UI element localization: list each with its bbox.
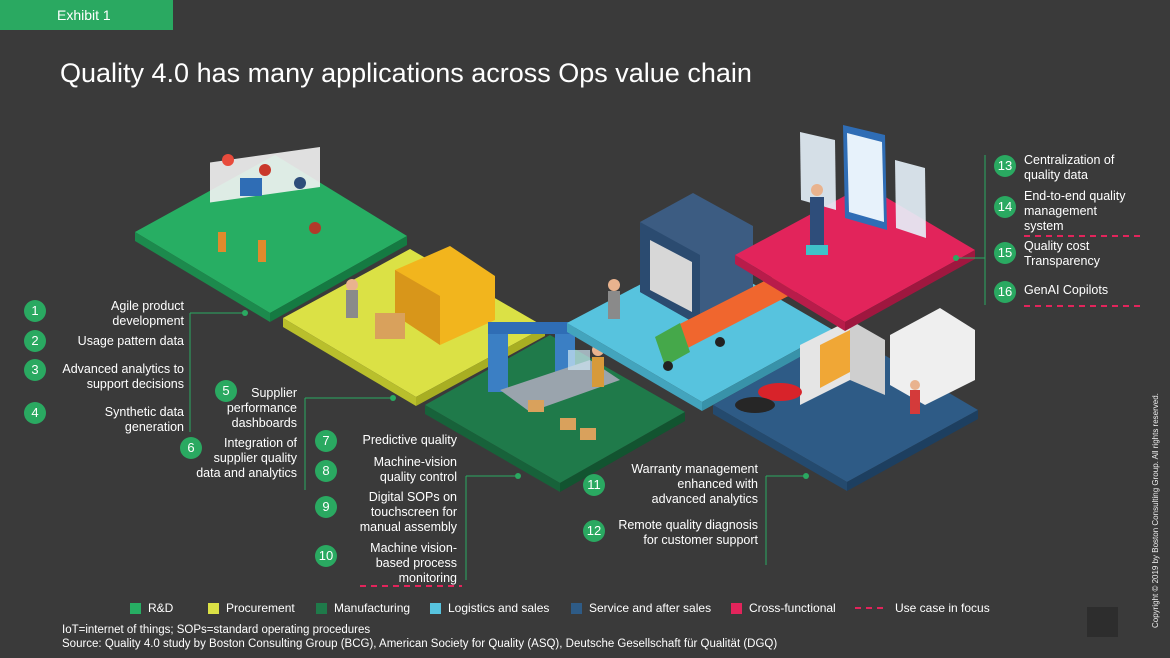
copyright-note: Copyright © 2019 by Boston Consulting Gr…: [1151, 393, 1160, 628]
exhibit-tag: Exhibit 1: [0, 0, 173, 30]
legend-item-logistics: Logistics and sales: [430, 601, 549, 615]
legend-item-procurement: Procurement: [208, 601, 295, 615]
legend-swatch: [571, 602, 582, 614]
legend-swatch: [130, 602, 141, 614]
use-case-label: Advanced analytics to support decisions: [62, 362, 184, 391]
use-case-number: 2: [24, 330, 46, 352]
use-case-number: 4: [24, 402, 46, 424]
use-case-label: Agile product development: [111, 299, 184, 328]
legend-swatch: [316, 602, 327, 614]
nav-box[interactable]: [1087, 607, 1118, 637]
legend-item-cross-functional: Cross-functional: [731, 601, 836, 615]
cross-functional-tile: [735, 125, 975, 331]
legend-item-service: Service and after sales: [571, 601, 711, 615]
use-case-label: Synthetic data generation: [104, 405, 184, 434]
dashed-line-icon: [855, 607, 885, 609]
use-case-number: 8: [315, 460, 337, 482]
procurement-tile: [283, 246, 545, 406]
legend-label: Logistics and sales: [448, 601, 550, 615]
logistics-tile: [567, 193, 833, 411]
legend-label: Cross-functional: [749, 601, 836, 615]
use-case-label: Integration of supplier quality data and…: [196, 436, 297, 480]
use-case-label: GenAI Copilots: [1024, 283, 1109, 297]
use-case-number: 6: [180, 437, 202, 459]
service-tile: [713, 308, 978, 491]
use-case-label: Warranty management enhanced with advanc…: [631, 462, 758, 506]
rd-tile: [135, 147, 407, 322]
legend-label: Manufacturing: [334, 601, 411, 615]
legend-item-rd: R&D: [130, 601, 173, 615]
legend-swatch: [430, 602, 441, 614]
legend-label: Procurement: [226, 601, 295, 615]
legend-item-use-case-in-focus: Use case in focus: [855, 601, 990, 615]
legend-label: Service and after sales: [589, 601, 712, 615]
legend-swatch: [208, 602, 219, 614]
use-case-number: 5: [215, 380, 237, 402]
legend-swatch: [731, 602, 742, 614]
use-case-label: Quality cost Transparency: [1024, 239, 1100, 268]
use-case-label: Machine-vision quality control: [373, 455, 457, 484]
use-case-label: End-to-end quality management system: [1024, 189, 1126, 233]
page-title: Quality 4.0 has many applications across…: [60, 58, 752, 88]
use-case-number: 12: [583, 520, 605, 542]
legend-label: R&D: [148, 601, 174, 615]
use-case-label: Digital SOPs on touchscreen for manual a…: [359, 490, 457, 534]
use-case-label: Predictive quality: [362, 433, 458, 447]
connector-lines: [189, 155, 986, 580]
use-case-number: 15: [994, 242, 1016, 264]
use-case-number: 13: [994, 155, 1016, 177]
use-case-number: 16: [994, 281, 1016, 303]
footnote: IoT=internet of things; SOPs=standard op…: [62, 624, 371, 636]
use-case-number: 3: [24, 359, 46, 381]
connector-dots: [242, 255, 959, 479]
use-case-number: 9: [315, 496, 337, 518]
use-case-number: 11: [583, 474, 605, 496]
use-case-number: 10: [315, 545, 337, 567]
use-case-label: Usage pattern data: [77, 334, 184, 348]
manufacturing-tile: [425, 322, 685, 492]
source-note: Source: Quality 4.0 study by Boston Cons…: [62, 638, 778, 650]
use-case-number: 7: [315, 430, 337, 452]
use-case-number: 1: [24, 300, 46, 322]
use-case-label: Remote quality diagnosis for customer su…: [618, 518, 758, 547]
use-case-label: Centralization of quality data: [1024, 153, 1115, 182]
focus-dashes: [360, 235, 1145, 587]
legend-label: Use case in focus: [895, 601, 990, 615]
exhibit-label: Exhibit 1: [57, 7, 111, 23]
use-case-number: 14: [994, 196, 1016, 218]
use-case-label: Machine vision- based process monitoring: [370, 541, 457, 585]
use-case-label: Supplier performance dashboards: [226, 386, 297, 430]
legend-item-manufacturing: Manufacturing: [316, 601, 410, 615]
